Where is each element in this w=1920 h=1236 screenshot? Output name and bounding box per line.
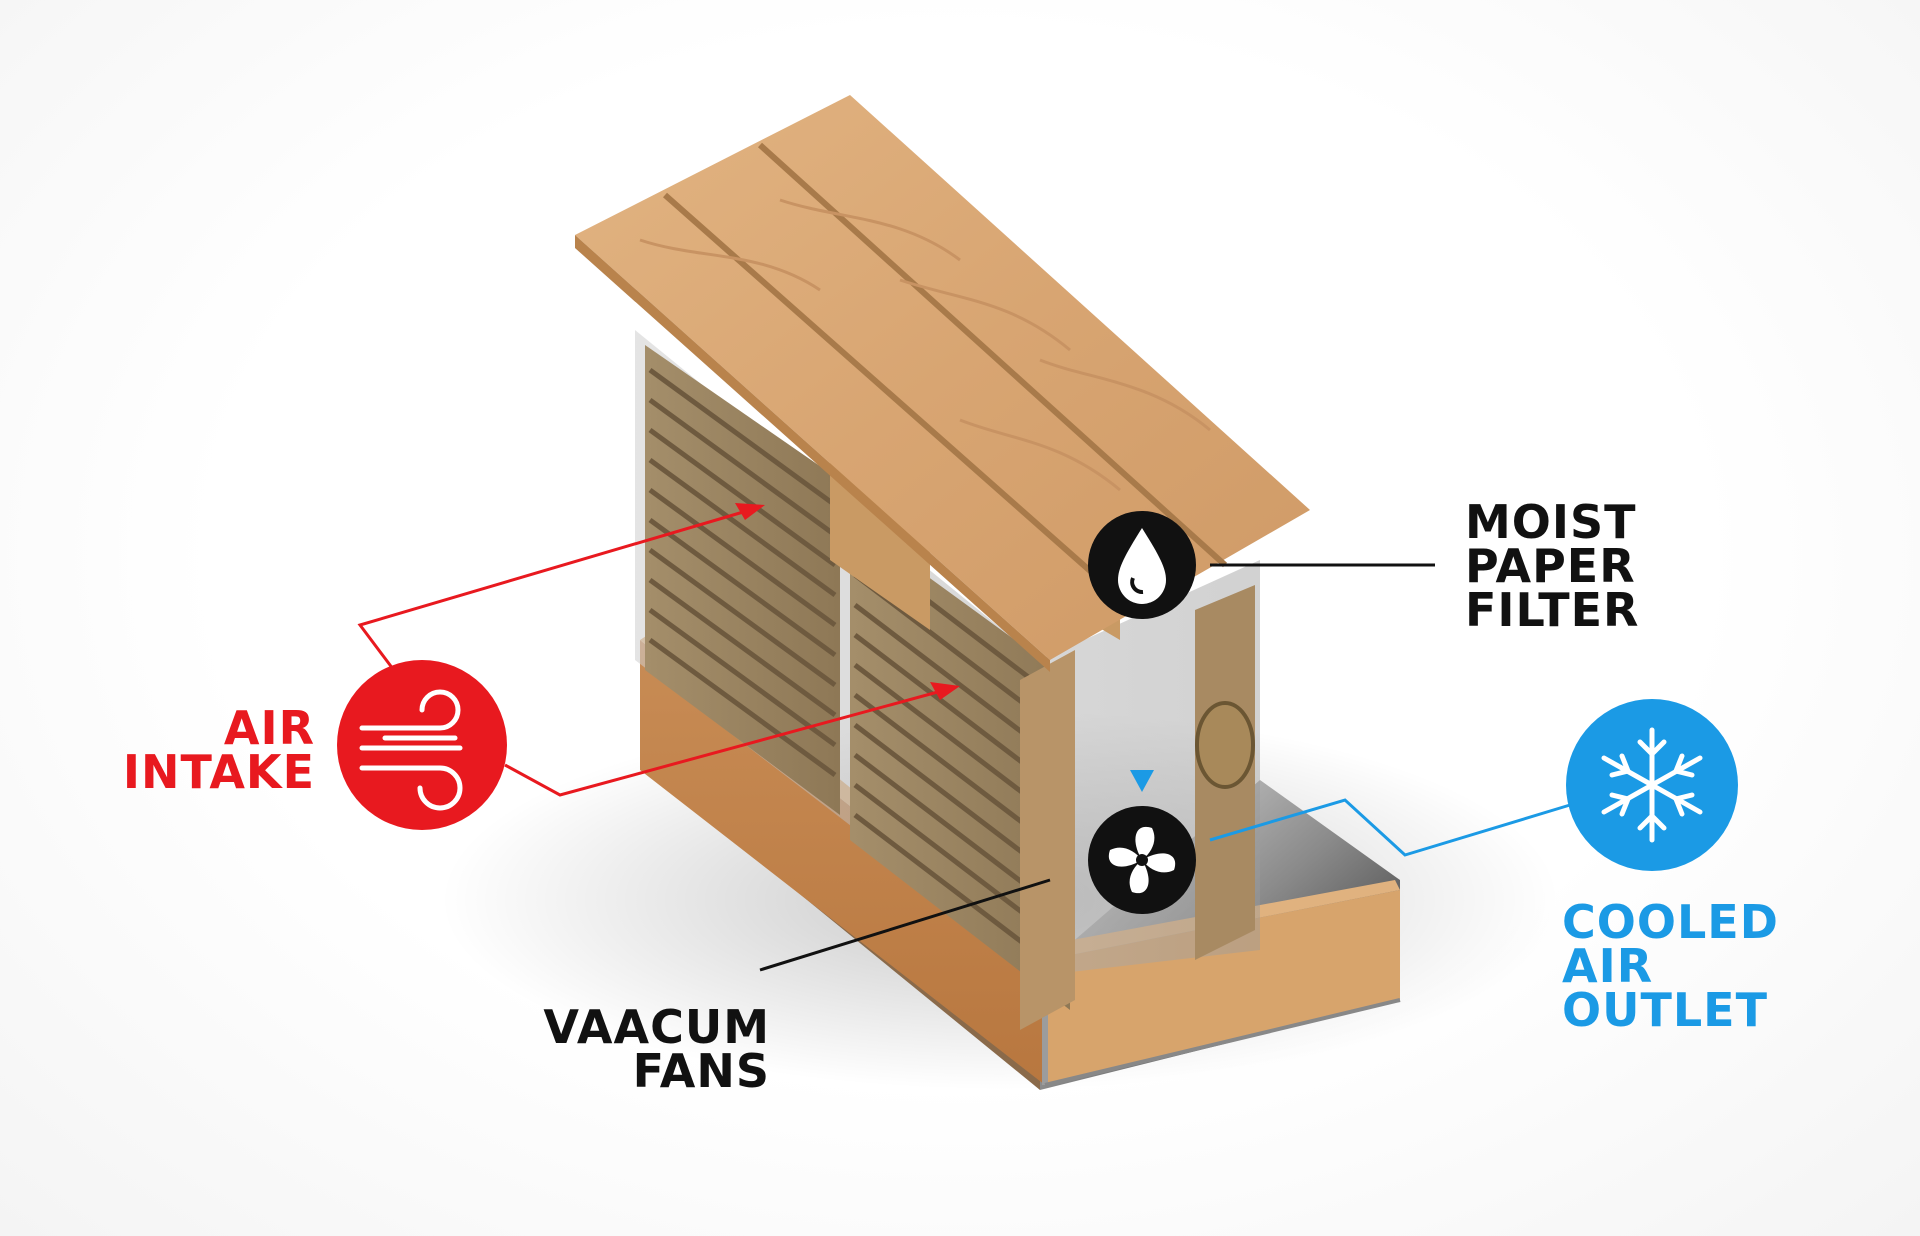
- cooled-air-line2: AIR: [1562, 939, 1654, 993]
- cooled-air-line3: OUTLET: [1562, 983, 1768, 1037]
- vacuum-fans-line1: VAACUM: [543, 1000, 770, 1054]
- air-intake-line1: AIR: [223, 701, 315, 755]
- moist-filter-line1: MOIST: [1465, 495, 1637, 549]
- cooled-air-label: COOLED AIR OUTLET: [1562, 895, 1862, 1037]
- front-end-panel: [1020, 650, 1075, 1030]
- fans-leader-line: [759, 878, 1051, 972]
- roller: [1195, 701, 1255, 789]
- intake-line-lower: [504, 688, 946, 797]
- air-intake-label: AIR INTAKE: [100, 701, 315, 799]
- air-intake-flow: [357, 503, 960, 797]
- vacuum-fans-line2: FANS: [632, 1044, 770, 1098]
- fan-icon: [1088, 806, 1196, 914]
- intake-line-upper: [357, 508, 751, 686]
- water-drop-icon: [1088, 511, 1196, 619]
- intake-arrow-upper: [735, 503, 765, 520]
- moist-filter-line2: PAPER: [1465, 539, 1636, 593]
- air-intake-line2: INTAKE: [122, 745, 315, 799]
- outlet-leader-line: [1209, 798, 1571, 857]
- intake-arrow-lower: [930, 682, 960, 700]
- cooled-air-line1: COOLED: [1562, 895, 1779, 949]
- moist-filter-label: MOIST PAPER FILTER: [1465, 495, 1725, 637]
- wind-icon: [337, 660, 507, 830]
- moist-filter-line3: FILTER: [1465, 583, 1640, 637]
- cooling-flow-arrow: [1130, 770, 1154, 792]
- snowflake-icon: [1566, 699, 1738, 871]
- vacuum-fans-label: VAACUM FANS: [470, 1000, 770, 1098]
